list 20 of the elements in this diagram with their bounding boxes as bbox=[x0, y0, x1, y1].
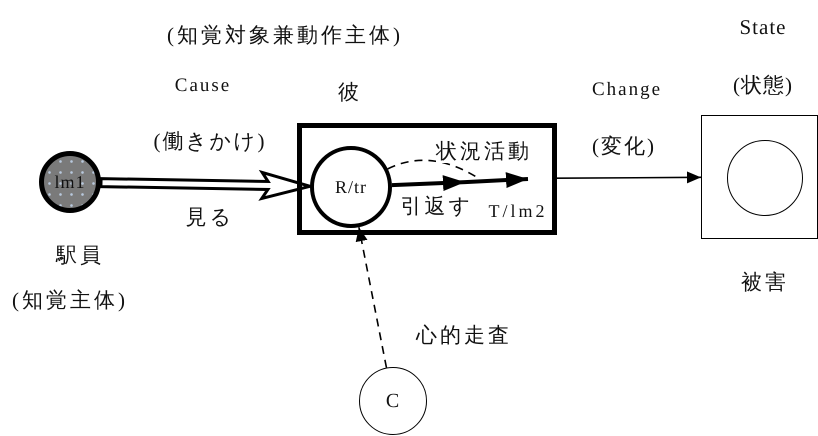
annotation-text: T/lm2 bbox=[488, 200, 548, 223]
node-label: lm1 bbox=[54, 171, 86, 194]
annotation-text: (変化) bbox=[592, 134, 656, 158]
dashed-arrow bbox=[356, 227, 388, 368]
node-label: (知覚主体) bbox=[12, 288, 128, 312]
box-heading: 彼 bbox=[338, 80, 360, 104]
arrow bbox=[557, 171, 701, 184]
annotation-text: (働きかけ) bbox=[154, 129, 266, 153]
node-label: R/tr bbox=[335, 176, 367, 199]
annotation-text: Cause bbox=[174, 74, 232, 98]
dashed-line bbox=[387, 160, 478, 179]
node-label: 駅員 bbox=[56, 243, 104, 267]
annotation-text: Change bbox=[592, 78, 662, 102]
annotation-text: 引返す bbox=[400, 194, 474, 218]
box-heading: (状態) bbox=[733, 73, 793, 97]
box-heading: State bbox=[740, 15, 786, 39]
node-label: (知覚対象兼動作主体) bbox=[167, 23, 403, 47]
node-label: C bbox=[386, 389, 400, 413]
node-label: 被害 bbox=[741, 270, 789, 294]
arrow bbox=[392, 172, 528, 191]
